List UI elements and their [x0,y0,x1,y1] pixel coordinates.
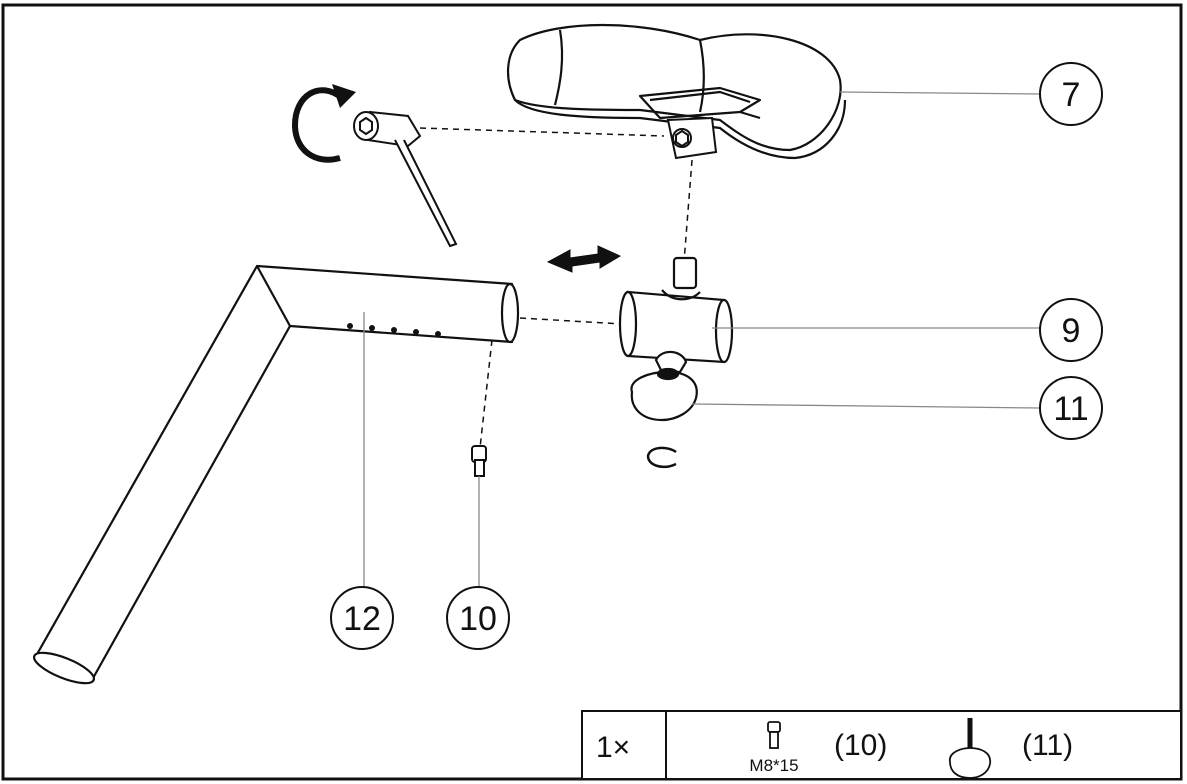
knob-ref: (11) [1022,729,1073,762]
leader-lines [363,91,1041,590]
svg-text:7: 7 [1062,76,1081,114]
svg-text:9: 9 [1062,312,1081,350]
allen-wrench [353,110,458,248]
callout-10: 10 [446,586,510,650]
bolt-part [471,445,487,477]
callout-12: 12 [330,586,394,650]
bolt-spec: M8*15 [749,756,798,775]
knob-icon [949,718,992,779]
bolt-icon [767,721,781,749]
tube-holes [347,323,441,337]
seat-clamp [666,116,718,160]
diagram-border [1,3,1183,781]
callout-7: 7 [1039,62,1103,126]
svg-text:11: 11 [1053,390,1088,428]
rotate-arrow-icon [291,87,344,163]
bolt-ref: (10) [834,729,887,762]
alignment-lines [419,127,693,449]
svg-text:10: 10 [459,600,497,638]
slide-arrow-icon [546,245,622,273]
adjustment-knob [630,350,698,422]
clamp-sleeve [618,256,734,364]
hardware-box: 1× M8*15 (10) (11) [581,710,1182,780]
rotate-arrowhead-icon [332,84,356,108]
callout-9: 9 [1039,298,1103,362]
seat-post-tube [32,264,520,685]
svg-text:12: 12 [343,600,381,638]
knob-rotate-icon [646,446,677,468]
callout-11: 11 [1039,376,1103,440]
hardware-quantity: 1× [596,731,630,764]
seat-part [506,23,847,160]
